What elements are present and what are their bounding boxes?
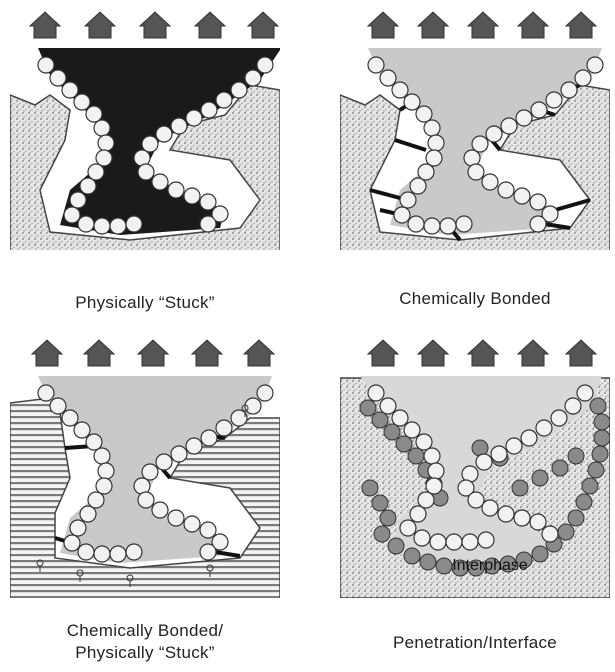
house-icon [30,12,60,38]
house-icon [566,12,596,38]
caption-line-2: Physically “Stuck” [0,642,295,664]
house-icons [30,12,278,38]
house-icon [566,340,596,366]
diagram-physically-stuck [10,10,280,250]
caption-penetration-interface: Penetration/Interface [325,632,615,654]
house-icon [248,12,278,38]
house-icon [138,340,168,366]
caption-bonded-and-stuck: Chemically Bonded/ Physically “Stuck” [0,620,295,664]
house-icon [418,340,448,366]
caption-line-1: Chemically Bonded/ [0,620,295,642]
panel-penetration-interface: Interphase [340,338,610,578]
house-icon [85,12,115,38]
house-icon [468,340,498,366]
house-icons [32,340,274,366]
caption-chemically-bonded: Chemically Bonded [325,288,615,310]
house-icon [418,12,448,38]
caption-physically-stuck: Physically “Stuck” [0,292,295,314]
interphase-label: Interphase [452,557,528,574]
house-icon [518,12,548,38]
house-icon [244,340,274,366]
house-icons [368,340,596,366]
house-icons [368,12,596,38]
house-icon [468,12,498,38]
house-icon [192,340,222,366]
house-icon [140,12,170,38]
house-icon [32,340,62,366]
house-icon [518,340,548,366]
house-icon [368,12,398,38]
panel-physically-stuck [10,10,280,250]
panel-chemically-bonded [340,10,610,250]
panel-bonded-and-stuck [10,338,280,578]
diagram-penetration-interface: Interphase [340,338,610,598]
diagram-chemically-bonded [340,10,610,250]
house-icon [84,340,114,366]
house-icon [368,340,398,366]
house-icon [195,12,225,38]
diagram-bonded-and-stuck [10,338,280,598]
